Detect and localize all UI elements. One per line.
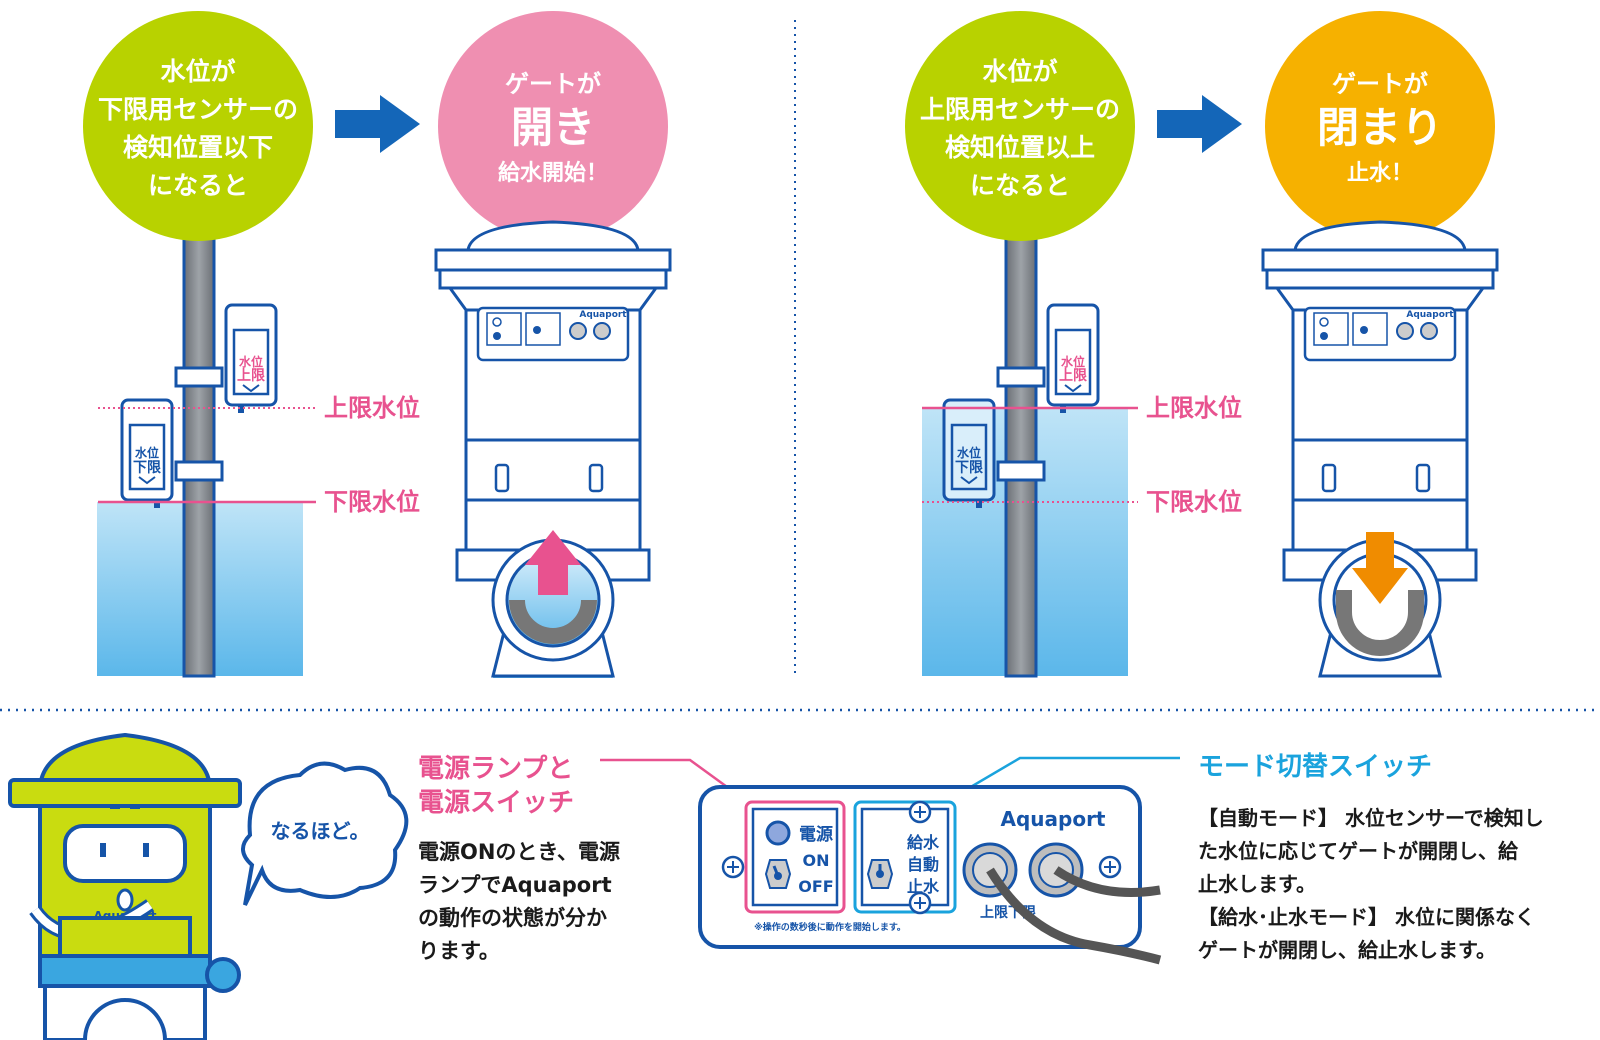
left-upper-sensor-line2: 上限 — [237, 368, 265, 384]
left-pole — [182, 228, 216, 678]
mode-toggle-switch — [866, 859, 894, 889]
right-aquaport-device: Aquaport — [1261, 220, 1499, 678]
right-upper-sensor: 水位 上限 — [996, 303, 1100, 413]
power-heading: 電源ランプと 電源スイッチ — [418, 752, 678, 820]
speech-bubble: なるほど。 — [241, 761, 409, 906]
right-lower-sensor: 水位 下限 — [942, 398, 1046, 508]
left-condition-line2: 下限用センサーの — [98, 95, 298, 124]
right-lower-level-label: 下限水位 — [1146, 488, 1242, 516]
speech-text: なるほど。 — [271, 819, 370, 843]
right-condition-line4: になると — [970, 171, 1070, 200]
control-panel: 電源 ON OFF 給水 自動 止水 Aquaport 上限下限 ※操作の数秒後… — [600, 756, 1180, 965]
right-lower-sensor-line1: 水位 — [957, 445, 981, 460]
right-result-bubble — [1265, 11, 1495, 241]
on-label: ON — [803, 851, 830, 870]
right-flow-arrow — [1157, 95, 1242, 153]
mode-auto-label: 自動 — [907, 855, 939, 874]
mode-desc-line4: 【給水･止水モード】 水位に関係なく — [1198, 905, 1535, 929]
right-condition-line1: 水位が — [982, 57, 1057, 86]
mode-desc-line5: ゲートが開閉し、給止水します。 — [1198, 938, 1496, 962]
power-toggle-switch — [764, 859, 792, 889]
mode-description: 【自動モード】 水位センサーで検知し た水位に応じてゲートが開閉し、給 止水しま… — [1198, 802, 1598, 967]
right-lower-sensor-line2: 下限 — [955, 460, 983, 476]
right-device-brand: Aquaport — [1406, 310, 1454, 320]
left-lower-level-label: 下限水位 — [324, 488, 420, 516]
left-lower-sensor-line1: 水位 — [135, 445, 159, 460]
right-result-big: 閉まり — [1317, 103, 1443, 152]
mode-desc-line2: た水位に応じてゲートが開閉し、給 — [1198, 839, 1518, 863]
left-flow-arrow — [335, 95, 420, 153]
power-heading-line1: 電源ランプと — [418, 754, 574, 784]
left-panel: 水位 上限 水位 下限 上限水位 下限水位 水位が 下限用センサーの 検知位置以… — [83, 11, 672, 678]
left-open-arrow — [525, 530, 581, 595]
left-aquaport-device: Aquaport — [434, 220, 672, 678]
power-desc-line3: の動作の状態が分か — [418, 906, 607, 930]
right-panel: 水位 上限 水位 下限 上限水位 下限水位 水位が 上限用センサーの 検知位置以… — [905, 11, 1499, 678]
mode-heading: モード切替スイッチ — [1198, 752, 1433, 782]
left-lower-sensor: 水位 下限 — [120, 398, 224, 508]
panel-note: ※操作の数秒後に動作を開始します。 — [754, 921, 906, 933]
mode-supply-label: 給水 — [907, 833, 940, 852]
right-upper-level-label: 上限水位 — [1146, 394, 1242, 422]
mode-desc-line1: 【自動モード】 水位センサーで検知し — [1198, 806, 1544, 830]
mode-stop-label: 止水 — [907, 877, 940, 896]
power-lamp — [765, 820, 791, 846]
upper-sensor-cable — [986, 867, 1162, 965]
power-desc-line4: ります。 — [418, 939, 500, 963]
lower-sensor-cable — [1053, 866, 1161, 897]
left-result-top: ゲートが — [505, 70, 601, 98]
left-upper-sensor: 水位 上限 — [174, 303, 278, 413]
left-condition-line4: になると — [148, 171, 248, 200]
right-condition-line2: 上限用センサーの — [920, 95, 1120, 124]
left-upper-sensor-line1: 水位 — [239, 354, 263, 369]
power-desc-line1: 電源ONのとき、電源 — [418, 840, 620, 864]
right-result-bottom: 止水！ — [1347, 161, 1413, 186]
off-label: OFF — [798, 877, 833, 896]
left-condition-bubble — [83, 11, 313, 241]
left-lower-sensor-line2: 下限 — [133, 460, 161, 476]
power-description: 電源ONのとき、電源 ランプでAquaport の動作の状態が分か ります。 — [418, 836, 688, 968]
panel-brand: Aquaport — [1000, 807, 1105, 831]
left-condition-line1: 水位が — [160, 57, 235, 86]
left-device-brand: Aquaport — [579, 310, 627, 320]
mascot: Aquaport — [8, 732, 242, 1040]
power-heading-line2: 電源スイッチ — [418, 788, 575, 818]
left-upper-level-label: 上限水位 — [324, 394, 420, 422]
left-result-bottom: 給水開始！ — [498, 160, 608, 186]
power-label: 電源 — [799, 824, 833, 845]
right-close-arrow — [1352, 532, 1408, 604]
left-result-bubble — [438, 11, 668, 241]
left-result-big: 開き — [511, 103, 595, 152]
right-condition-line3: 検知位置以上 — [945, 133, 1095, 162]
right-condition-bubble — [905, 11, 1135, 241]
power-desc-line2: ランプでAquaport — [418, 873, 612, 897]
right-result-top: ゲートが — [1332, 70, 1428, 98]
mode-desc-line3: 止水します。 — [1198, 872, 1316, 896]
left-condition-line3: 検知位置以下 — [123, 133, 273, 162]
right-upper-sensor-line1: 水位 — [1061, 354, 1085, 369]
right-upper-sensor-line2: 上限 — [1059, 368, 1087, 384]
right-pole — [1004, 228, 1038, 678]
